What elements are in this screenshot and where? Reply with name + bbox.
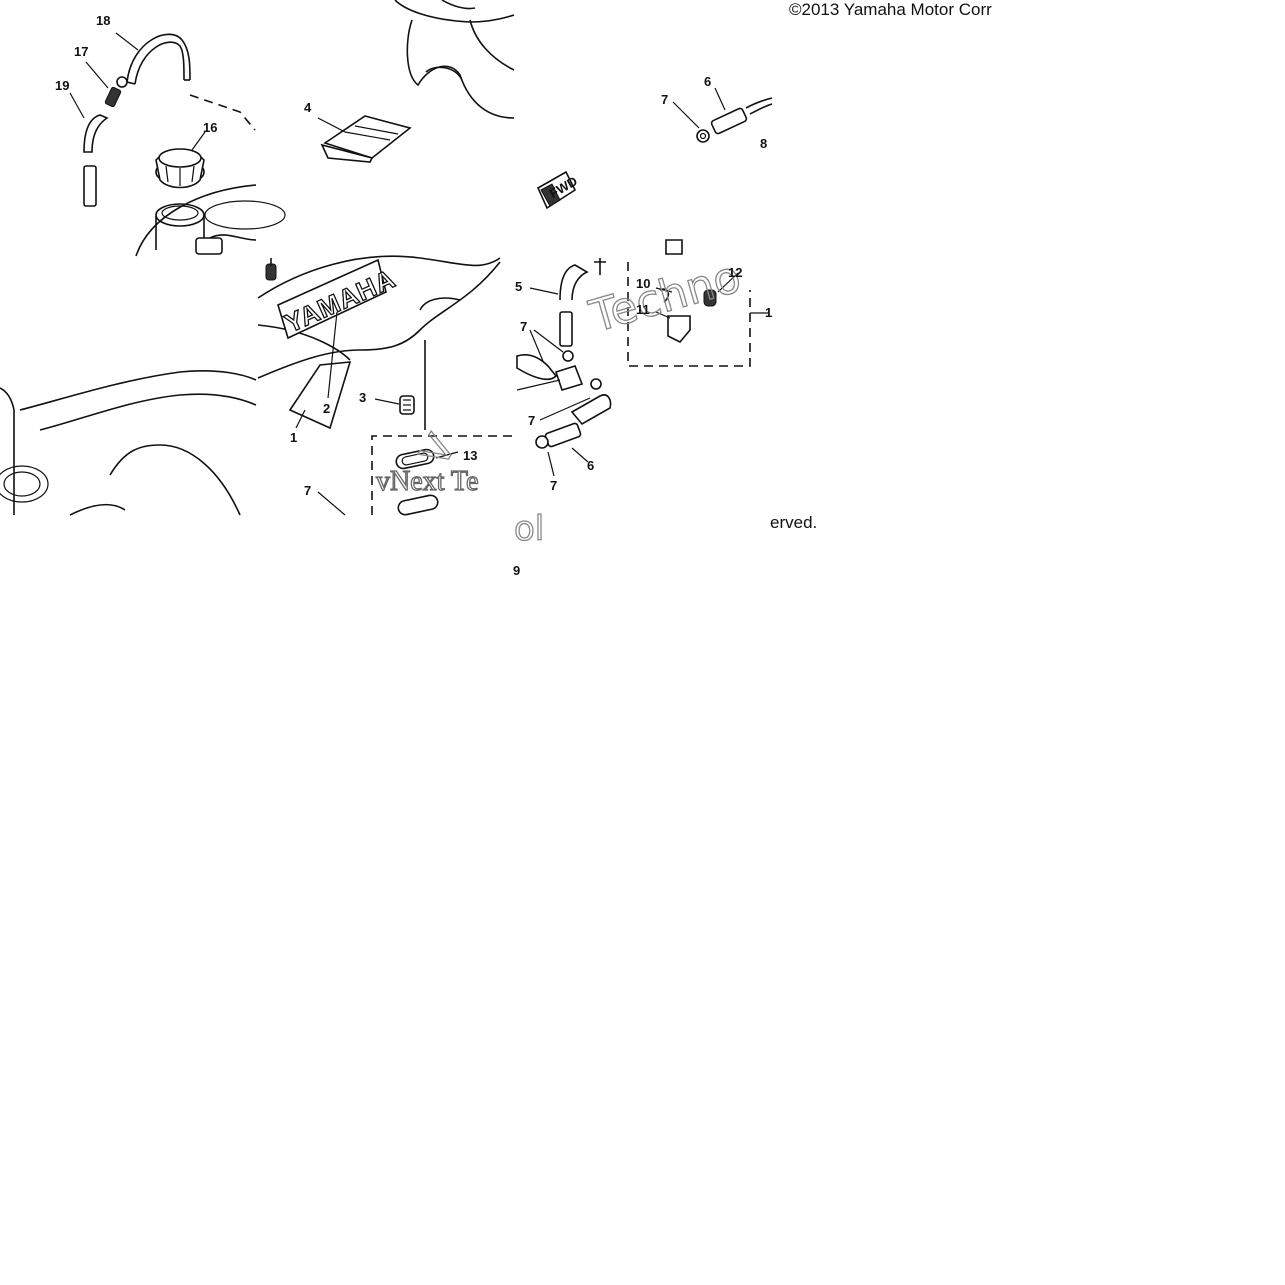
panel-fuel-cap-breather (69, 32, 286, 257)
watermark-brand: Techno (584, 251, 746, 343)
callout-4: 4 (304, 100, 312, 115)
callout-5: 5 (515, 279, 522, 294)
panel-tank-side (0, 370, 257, 516)
panel-tank-emblem: YAMAHA vNext Te V (257, 255, 514, 516)
callout-7-lower: 7 (528, 413, 535, 428)
callout-16: 16 (203, 120, 217, 135)
callout-2: 2 (323, 401, 330, 416)
copyright-text: ©2013 Yamaha Motor Corr (789, 0, 992, 19)
panel-tank-bracket (317, 0, 515, 163)
callout-1-right: 1 (765, 305, 772, 320)
callout-numbers: 18 17 19 16 4 6 7 8 5 10 11 12 1 7 7 6 7… (55, 13, 772, 578)
rights-reserved-fragment: erved. (770, 513, 818, 532)
fwd-tag: FWD (536, 170, 580, 210)
callout-6-upper: 6 (704, 74, 711, 89)
callout-7-middle: 7 (520, 319, 527, 334)
callout-1: 1 (290, 430, 297, 445)
bracket-part (317, 115, 412, 163)
panel-vent-hose: FWD (536, 87, 773, 210)
callout-7-bottom: 7 (550, 478, 557, 493)
callout-11: 11 (636, 302, 650, 317)
fuel-cap (155, 131, 206, 189)
watermark-text: vNext Te (376, 466, 479, 497)
callout-13: 13 (463, 448, 477, 463)
callout-9: 9 (513, 563, 520, 578)
callout-10: 10 (636, 276, 650, 291)
callout-12: 12 (728, 265, 742, 280)
callout-19: 19 (55, 78, 69, 93)
callout-17: 17 (74, 44, 88, 59)
callout-7-upper: 7 (661, 92, 668, 107)
callout-6-lower: 6 (587, 458, 594, 473)
callout-3: 3 (359, 390, 366, 405)
callout-7-left: 7 (304, 483, 311, 498)
watermark-fragment: ol (514, 509, 544, 549)
callout-18: 18 (96, 13, 110, 28)
callout-8: 8 (760, 136, 767, 151)
